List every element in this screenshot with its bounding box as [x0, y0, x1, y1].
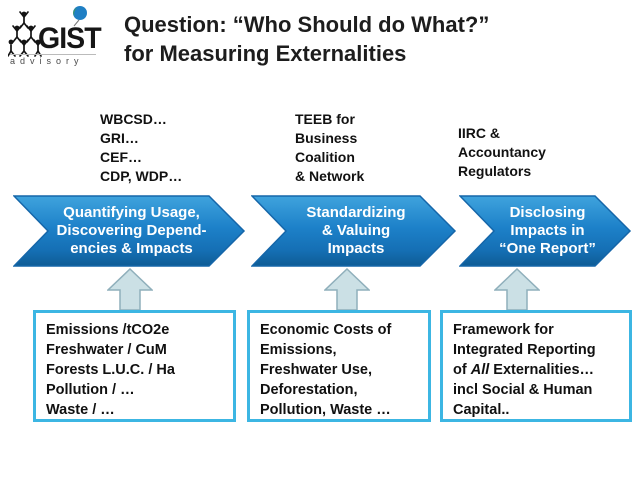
metrics-box-disclose: Framework for Integrated Reporting of Al… [440, 310, 632, 422]
org-line: Coalition [295, 149, 355, 165]
box-line: Integrated Reporting [453, 342, 596, 358]
metrics-box-value: Economic Costs of Emissions, Freshwater … [247, 310, 431, 422]
title-line-2: for Measuring Externalities [124, 41, 407, 66]
box-line: Framework for [453, 322, 554, 338]
box-line: Capital.. [453, 402, 510, 418]
box-line: Emissions /tCO2e [46, 322, 170, 338]
metrics-box-quantify: Emissions /tCO2e Freshwater / CuM Forest… [33, 310, 236, 422]
step-line: Standardizing [306, 204, 406, 221]
org-label-quantifiers: WBCSD… GRI… CEF… CDP, WDP… [100, 110, 182, 186]
org-line: & Network [295, 168, 365, 184]
box-line: Waste / … [46, 402, 115, 418]
step-line: Impacts [327, 240, 385, 257]
balloon-icon [73, 6, 87, 27]
chevron-arrow-shape [459, 195, 632, 267]
chevron-step-2: Standardizing & Valuing Impacts [251, 195, 457, 267]
chevron-step-3: Disclosing Impacts in “One Report” [459, 195, 632, 267]
org-line: Accountancy [458, 144, 546, 160]
step-line: Impacts in [510, 222, 585, 239]
box-line: Pollution / … [46, 382, 135, 398]
slide-title: Question: “Who Should do What?” for Meas… [124, 10, 489, 68]
box-line: Freshwater Use, [260, 362, 373, 378]
box-line: Economic Costs of [260, 322, 392, 338]
step-1-label: Quantifying Usage, Discovering Depend- e… [13, 195, 246, 267]
logo-tagline: advisory [10, 54, 96, 66]
chevron-arrow-shape [13, 195, 246, 267]
box-line: Emissions, [260, 342, 337, 358]
org-label-iirc: IIRC & Accountancy Regulators [458, 124, 546, 181]
box-line: of All Externalities… [453, 360, 619, 380]
box-line: Pollution, Waste … [260, 402, 391, 418]
step-3-label: Disclosing Impacts in “One Report” [459, 195, 632, 267]
org-line: IIRC & [458, 125, 500, 141]
logo-name: GIST [38, 22, 102, 55]
step-line: & Valuing [321, 222, 391, 239]
gist-logo: GIST advisory [8, 4, 118, 70]
org-line: WBCSD… [100, 111, 167, 127]
up-arrow-icon [324, 268, 370, 311]
box-line-part: Externalities… [489, 362, 595, 378]
org-line: CDP, WDP… [100, 168, 183, 184]
step-line: Quantifying Usage, [63, 204, 200, 221]
org-line: Regulators [458, 163, 532, 179]
box-line: Freshwater / CuM [46, 342, 167, 358]
chevron-step-1: Quantifying Usage, Discovering Depend- e… [13, 195, 246, 267]
org-label-teeb: TEEB for Business Coalition & Network [295, 110, 364, 186]
box-line: Forests L.U.C. / Ha [46, 362, 175, 378]
box-line-part-italic: All [470, 362, 490, 378]
box-line: incl Social & Human [453, 382, 593, 398]
step-2-label: Standardizing & Valuing Impacts [251, 195, 457, 267]
org-line: CEF… [100, 149, 142, 165]
step-line: Discovering Depend- [56, 222, 207, 239]
chevron-arrow-shape [251, 195, 457, 267]
org-line: Business [295, 130, 358, 146]
title-line-1: Question: “Who Should do What?” [124, 12, 490, 37]
step-line: “One Report” [499, 240, 596, 257]
box-line: Deforestation, [260, 382, 358, 398]
up-arrow-icon [107, 268, 153, 311]
org-line: TEEB for [295, 111, 355, 127]
box-line-part: of [453, 362, 471, 378]
step-line: encies & Impacts [70, 240, 193, 257]
up-arrow-icon [494, 268, 540, 311]
org-line: GRI… [100, 130, 139, 146]
step-line: Disclosing [509, 204, 586, 221]
